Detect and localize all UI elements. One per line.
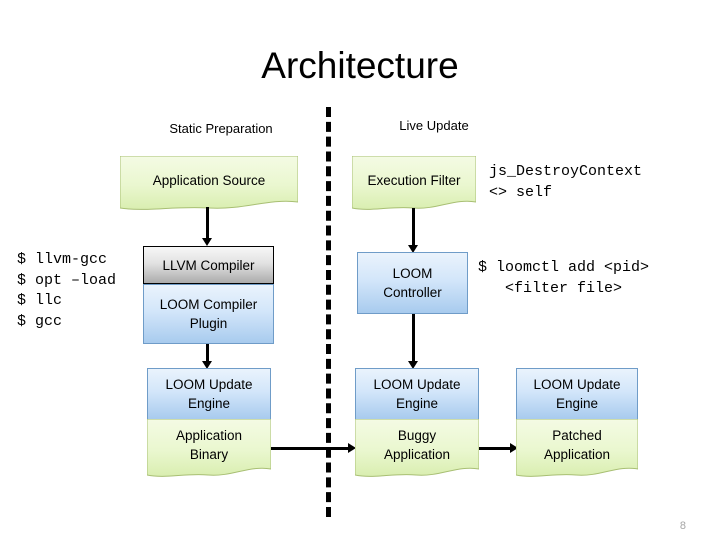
build-command-line-4: $ gcc xyxy=(17,312,63,330)
node-loom-update-engine-left: LOOM Update Engine xyxy=(147,368,271,420)
node-label-line-1: Application xyxy=(175,428,243,443)
arrowhead-source-to-compiler xyxy=(202,238,212,246)
build-command-line-2: $ opt –load xyxy=(17,271,117,289)
node-buggy-application: Buggy Application xyxy=(355,419,479,481)
node-label-line-2: Binary xyxy=(189,447,229,462)
page-title: Architecture xyxy=(261,45,459,86)
node-label: LLVM Compiler xyxy=(162,257,255,273)
node-label-line-2: Engine xyxy=(395,396,439,411)
filter-spec-line-2: <> self xyxy=(489,183,553,201)
node-execution-filter: Execution Filter xyxy=(352,156,476,214)
section-label-live-update: Live Update xyxy=(399,118,469,133)
connector-filter-to-controller xyxy=(412,208,415,246)
annotation-filter-spec: js_DestroyContext <> self xyxy=(489,162,642,203)
node-label-line-1: Buggy xyxy=(397,428,437,443)
loomctl-line-2: <filter file> xyxy=(478,279,623,297)
connector-source-to-compiler xyxy=(206,207,209,239)
node-label: Execution Filter xyxy=(367,172,461,188)
annotation-build-commands: $ llvm-gcc $ opt –load $ llc $ gcc xyxy=(17,250,116,332)
loomctl-line-1: $ loomctl add <pid> xyxy=(478,259,650,276)
node-label-line-2: Plugin xyxy=(189,316,228,331)
connector-binary-to-buggy xyxy=(271,447,349,450)
node-label-line-1: LOOM Update xyxy=(533,377,621,392)
section-label-static-preparation: Static Preparation xyxy=(169,121,273,136)
node-label-line-1: Patched xyxy=(552,428,602,443)
arrowhead-filter-to-controller xyxy=(408,245,418,253)
connector-controller-to-update-engine xyxy=(412,314,415,362)
node-label-line-1: LOOM Update xyxy=(373,377,461,392)
dashed-divider xyxy=(326,107,331,517)
connector-compiler-to-update-engine xyxy=(206,344,209,362)
node-label-line-2: Controller xyxy=(383,285,442,300)
filter-spec-line-1: js_DestroyContext xyxy=(489,163,643,180)
node-label-line-2: Engine xyxy=(555,396,599,411)
arrowhead-controller-to-update-engine xyxy=(408,361,418,369)
node-llvm-compiler: LLVM Compiler xyxy=(143,246,274,284)
node-label-line-1: LOOM Update xyxy=(165,377,253,392)
build-command-line-1: $ llvm-gcc xyxy=(17,251,108,268)
node-label-line-1: LOOM Compiler xyxy=(159,297,258,312)
node-label-line-2: Engine xyxy=(187,396,231,411)
node-label-line-1: LOOM xyxy=(392,266,433,281)
node-patched-application: Patched Application xyxy=(516,419,638,481)
node-label-line-2: Application xyxy=(383,447,451,462)
arrowhead-binary-to-buggy xyxy=(348,443,356,453)
node-application-binary: Application Binary xyxy=(147,419,271,481)
arrowhead-compiler-to-update-engine xyxy=(202,361,212,369)
node-loom-update-engine-middle: LOOM Update Engine xyxy=(355,368,479,420)
node-loom-compiler-plugin: LOOM Compiler Plugin xyxy=(143,284,274,344)
node-loom-controller: LOOM Controller xyxy=(357,252,468,314)
node-label: Application Source xyxy=(152,172,266,188)
page-number: 8 xyxy=(679,520,686,532)
node-label-line-2: Application xyxy=(543,447,611,462)
connector-buggy-to-patched xyxy=(479,447,513,450)
annotation-loomctl-command: $ loomctl add <pid> <filter file> xyxy=(478,258,649,299)
node-loom-update-engine-right: LOOM Update Engine xyxy=(516,368,638,420)
node-application-source: Application Source xyxy=(120,156,298,214)
build-command-line-3: $ llc xyxy=(17,292,63,309)
arrowhead-buggy-to-patched xyxy=(510,443,518,453)
